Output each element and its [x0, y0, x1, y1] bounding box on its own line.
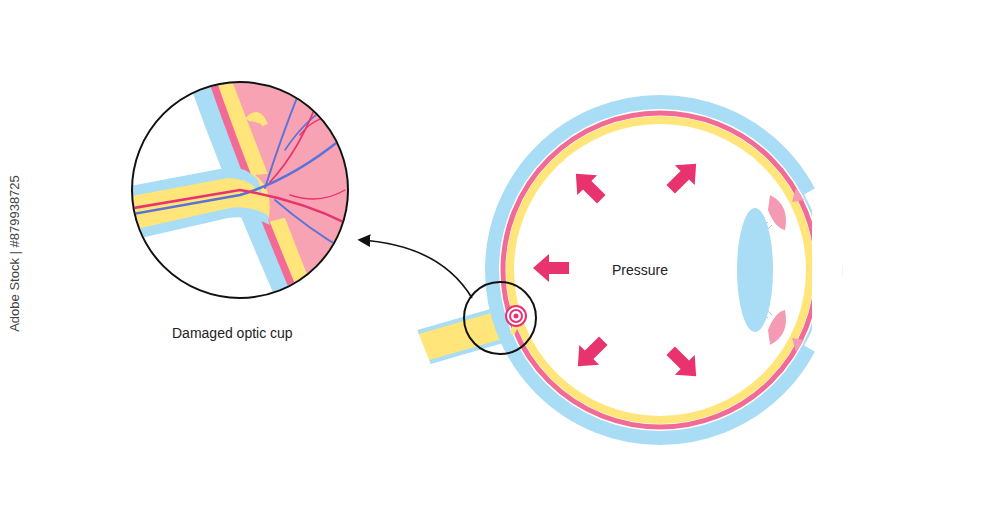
pressure-arrows: [533, 154, 706, 386]
caption-label: Damaged optic cup: [172, 325, 293, 341]
pressure-label: Pressure: [612, 262, 668, 278]
watermark-text: Adobe Stock | #879938725: [7, 175, 22, 332]
retina: [510, 120, 810, 420]
zoom-circle: [132, 82, 348, 298]
leader-arrow: [360, 240, 472, 298]
damage-marker: [506, 306, 526, 326]
choroid: [503, 113, 817, 427]
zoom-source-circle: [464, 282, 536, 354]
front-gap: [812, 190, 833, 350]
lens: [737, 208, 773, 332]
sclera: [492, 102, 828, 438]
zoom-detail: [110, 70, 400, 320]
